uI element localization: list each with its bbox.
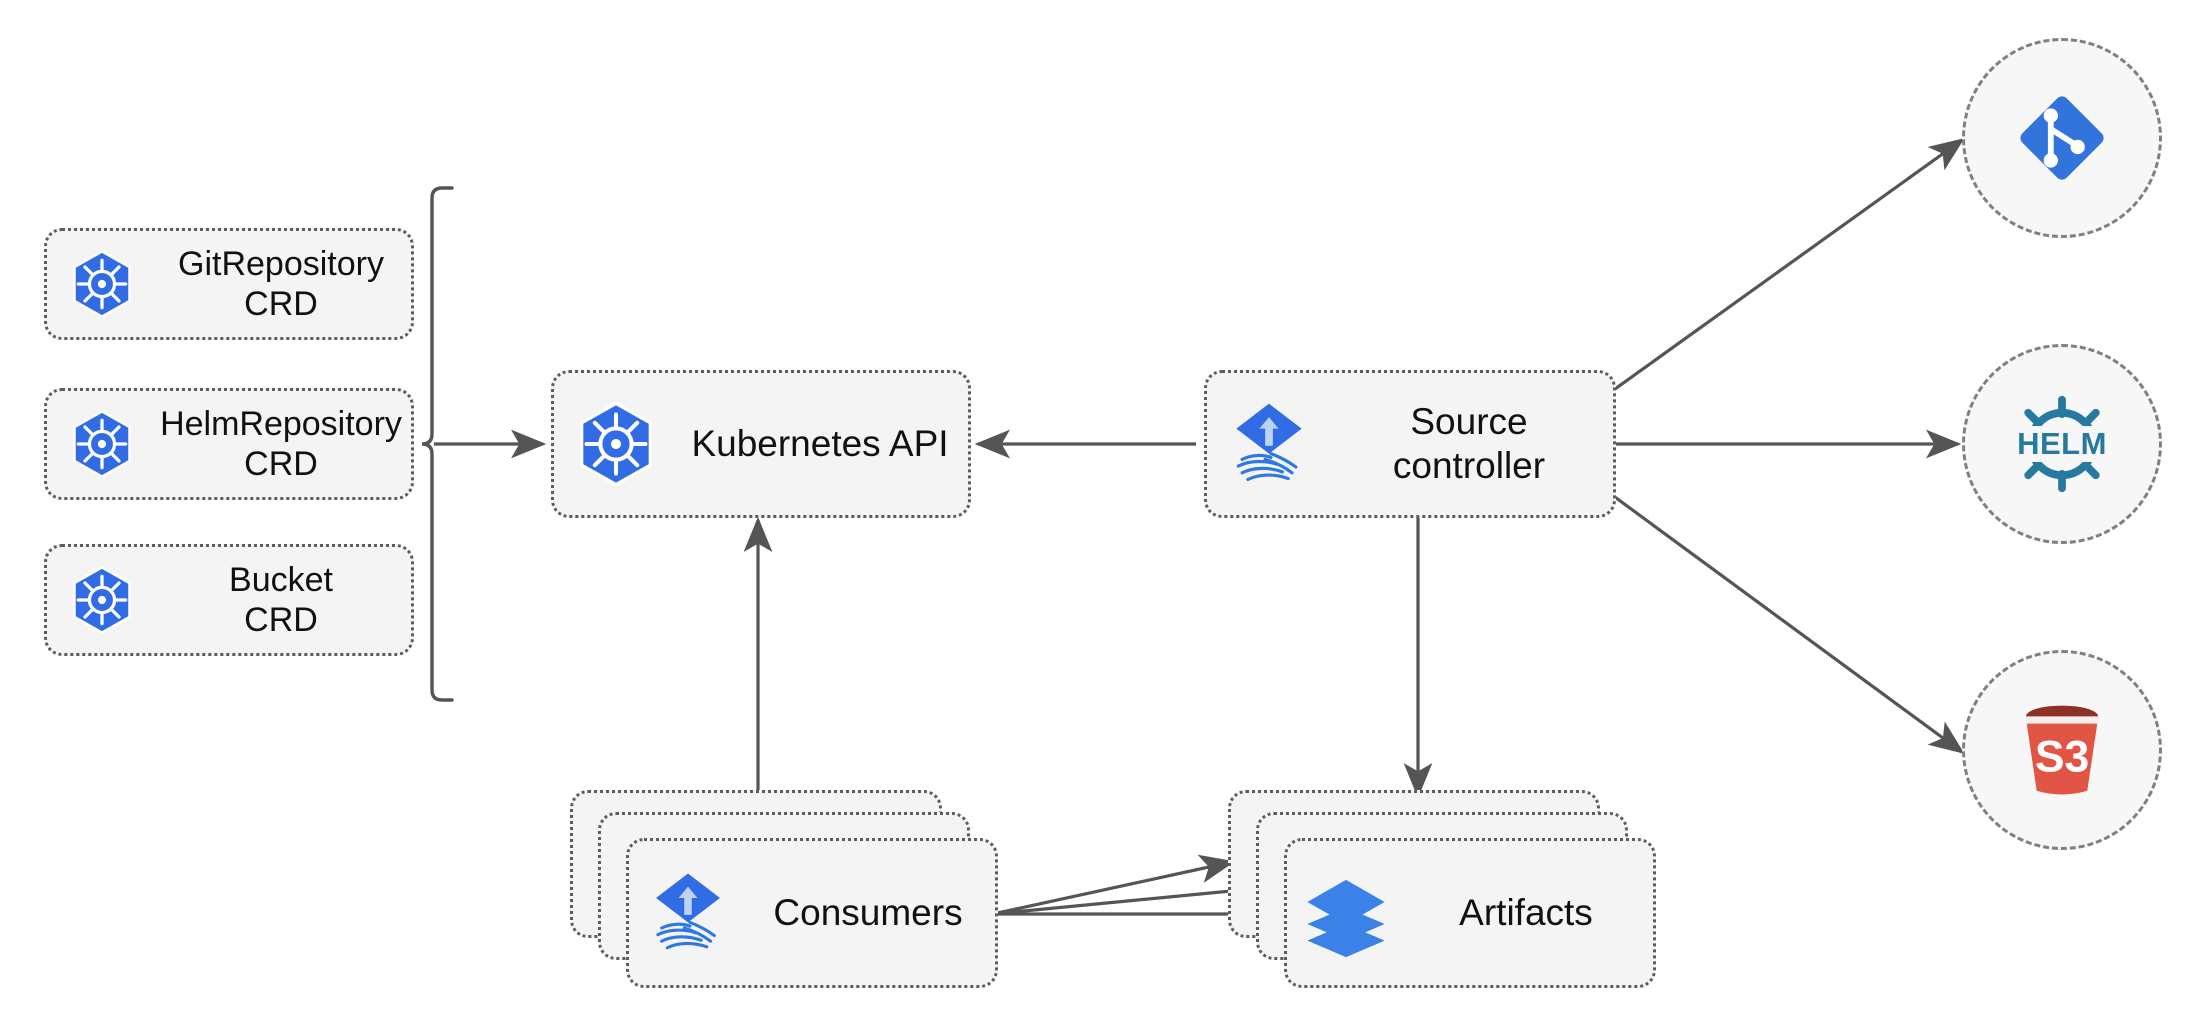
crd-label-bucket: Bucket CRD (229, 560, 333, 639)
crd-label-helmrepository: HelmRepository CRD (160, 404, 402, 483)
crd-box-bucket[interactable]: Bucket CRD (44, 544, 414, 656)
node-kubernetes-api[interactable]: Kubernetes API (551, 370, 971, 518)
node-label-kubernetes-api: Kubernetes API (691, 423, 949, 465)
source-circle-git[interactable] (1962, 38, 2162, 238)
flux-icon (629, 866, 747, 960)
flux-icon (1207, 396, 1331, 492)
helm-wordmark: HELM (2014, 426, 2110, 462)
node-label-artifacts: Artifacts (1459, 892, 1593, 934)
node-source-controller[interactable]: Source controller (1204, 370, 1616, 518)
node-artifacts[interactable]: Artifacts (1284, 838, 1656, 988)
node-label-consumers: Consumers (773, 892, 963, 934)
git-icon (2020, 96, 2104, 180)
node-label-source-controller: Source controller (1392, 401, 1546, 486)
kubernetes-icon (47, 563, 157, 637)
source-circle-s3[interactable]: S3 (1962, 650, 2162, 850)
layers-icon (1287, 867, 1405, 959)
kubernetes-icon (47, 247, 157, 321)
s3-bucket-icon: S3 (2026, 705, 2098, 795)
edge-consumers-to-artifacts-2 (992, 876, 1266, 916)
edge-source-controller-to-s3 (1607, 490, 1965, 754)
crd-group-bracket (421, 186, 454, 702)
kubernetes-icon (47, 407, 157, 481)
helm-icon: HELM (1997, 379, 2127, 509)
edge-source-controller-to-git (1607, 138, 1965, 396)
edge-consumers-to-artifacts-1 (992, 854, 1236, 916)
s3-wordmark: S3 (2035, 733, 2089, 782)
kubernetes-icon (554, 398, 678, 490)
node-consumers[interactable]: Consumers (626, 838, 998, 988)
crd-label-gitrepository: GitRepository CRD (178, 244, 384, 323)
crd-box-helmrepository[interactable]: HelmRepository CRD (44, 388, 414, 500)
source-circle-helm[interactable]: HELM (1962, 344, 2162, 544)
crd-box-gitrepository[interactable]: GitRepository CRD (44, 228, 414, 340)
